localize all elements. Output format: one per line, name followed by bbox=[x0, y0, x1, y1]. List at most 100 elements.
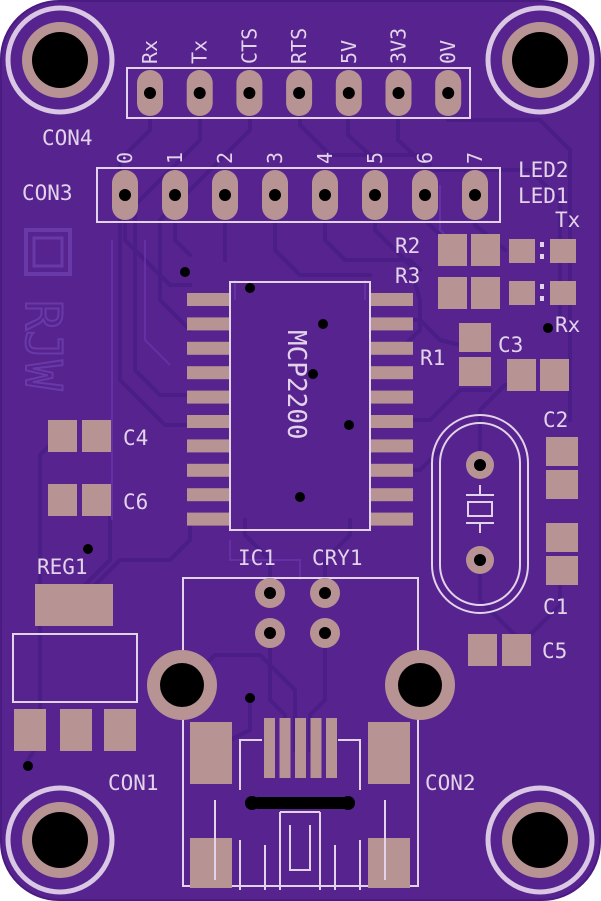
usb-shield-pad-br bbox=[368, 838, 410, 888]
ic1-pad-left-8 bbox=[187, 463, 229, 477]
led2-marker bbox=[540, 242, 544, 247]
con4-pin-hole-5 bbox=[342, 87, 355, 99]
c3-pad-1 bbox=[507, 359, 536, 391]
copper-traces-top bbox=[111, 185, 461, 580]
con4-pin-hole-1 bbox=[144, 87, 156, 99]
con3-pin-hole-5 bbox=[319, 189, 331, 201]
ic1-pad-left-2 bbox=[187, 317, 229, 331]
mount-hole-top-right bbox=[485, 5, 595, 115]
led1-pad-2 bbox=[550, 281, 576, 305]
ic1-label: IC1 bbox=[238, 546, 276, 570]
c2-pad-2 bbox=[546, 470, 578, 499]
c6-pad-2 bbox=[82, 484, 111, 516]
led2-label: LED2 bbox=[518, 158, 569, 182]
usb-outline-bracket-right bbox=[338, 739, 361, 790]
crystal-cry1: CRY1 bbox=[312, 414, 529, 614]
chip-name: MCP2200 bbox=[281, 330, 311, 440]
cry1-label: CRY1 bbox=[312, 546, 363, 570]
led1-pad-1 bbox=[509, 281, 535, 305]
con4-pin-label-3: CTS bbox=[237, 28, 261, 64]
ic1-pad-right-9 bbox=[371, 488, 413, 502]
con3-pin-label-4: 3 bbox=[263, 152, 287, 164]
led1-marker bbox=[540, 284, 544, 289]
via-6 bbox=[295, 492, 305, 502]
ic1-pad-left-6 bbox=[187, 415, 229, 428]
ic1-pad-right-1 bbox=[371, 293, 413, 306]
usb-shield-pad-tl bbox=[190, 722, 232, 784]
resistors-r2-r3: R2 R3 bbox=[395, 234, 576, 309]
c1-pad-2 bbox=[546, 556, 578, 585]
con3-pin-label-8: 7 bbox=[463, 152, 487, 164]
ic1-body-outline bbox=[229, 281, 371, 531]
con3-pin-hole-4 bbox=[269, 189, 281, 201]
con3-pin-label-7: 6 bbox=[413, 152, 437, 164]
ic1-pad-left-9 bbox=[187, 488, 229, 502]
c6-pad-1 bbox=[48, 484, 77, 516]
con3-pin-label-6: 5 bbox=[363, 152, 387, 164]
con3-pin-hole-3 bbox=[219, 189, 231, 201]
con4-outline bbox=[126, 67, 471, 119]
c4-pad-2 bbox=[82, 420, 111, 452]
c1-label: C1 bbox=[543, 595, 568, 619]
ic1-pad-left-7 bbox=[187, 439, 229, 453]
c6-label: C6 bbox=[123, 490, 148, 514]
reg1-pin-1 bbox=[14, 709, 46, 751]
mount-hole-bottom-left bbox=[5, 785, 115, 895]
through-hole-3-drill bbox=[264, 627, 276, 639]
con3-pin-label-5: 4 bbox=[313, 152, 337, 164]
con3-label: CON3 bbox=[22, 181, 73, 205]
con4-pin-hole-7 bbox=[442, 87, 455, 99]
mount-hole-top-left bbox=[5, 5, 115, 115]
ic1-pad-right-8 bbox=[371, 463, 413, 477]
reg1-label: REG1 bbox=[37, 555, 88, 579]
c5-pad-2 bbox=[502, 634, 531, 666]
con4-pin-hole-2 bbox=[193, 87, 206, 99]
mount-hole-bottom-right bbox=[485, 785, 595, 895]
c5-pad-1 bbox=[468, 634, 497, 666]
con3-pin-hole-6 bbox=[369, 189, 381, 201]
con4-pin-label-7: 0V bbox=[436, 40, 460, 64]
via-9 bbox=[23, 761, 33, 771]
con3-pin-hole-1 bbox=[119, 189, 131, 201]
led2-pad-2 bbox=[550, 239, 576, 263]
c4-label: C4 bbox=[123, 426, 148, 450]
r2-label: R2 bbox=[395, 234, 420, 258]
reg1-pin-2 bbox=[60, 709, 92, 751]
via-2 bbox=[245, 283, 255, 293]
connector-outline bbox=[182, 577, 419, 887]
logo-mark bbox=[24, 228, 72, 276]
c5-label: C5 bbox=[542, 639, 567, 663]
ic1-pad-right-7 bbox=[371, 439, 413, 453]
ic1-pad-right-6 bbox=[371, 415, 413, 428]
r3-label: R3 bbox=[395, 264, 420, 288]
usb-mount-left-hole bbox=[160, 663, 204, 707]
r2-pad-1 bbox=[438, 234, 467, 266]
crystal-outline-outer bbox=[431, 414, 529, 614]
reg1-tab-pad bbox=[35, 584, 113, 626]
rx-label: Rx bbox=[555, 313, 580, 337]
r1-pad-1 bbox=[459, 323, 491, 352]
reg1-outline bbox=[12, 633, 138, 703]
con3-pin-hole-2 bbox=[169, 189, 181, 201]
r3-pad-1 bbox=[438, 277, 467, 309]
usb-signal-pad-2 bbox=[279, 718, 291, 778]
led1-marker-b bbox=[540, 296, 544, 301]
via-10 bbox=[543, 323, 553, 333]
usb-outline-bracket-left bbox=[239, 739, 262, 790]
usb-signal-pad-4 bbox=[310, 718, 322, 778]
led2-marker-b bbox=[540, 254, 544, 259]
c2-pad-1 bbox=[546, 437, 578, 466]
ic1-pad-right-4 bbox=[371, 366, 413, 380]
c3-pad-2 bbox=[540, 359, 569, 391]
con3-pin-label-2: 1 bbox=[163, 152, 187, 164]
con4-pin-hole-6 bbox=[392, 87, 405, 99]
rjw-logo: RJW bbox=[13, 228, 73, 392]
crystal-pad-1-hole bbox=[474, 459, 486, 471]
usb-signal-pad-3 bbox=[295, 718, 306, 778]
c3-label: C3 bbox=[498, 333, 523, 357]
con4-pin-label-1: Rx bbox=[138, 40, 162, 64]
con3-outline bbox=[96, 167, 501, 223]
via-8 bbox=[245, 693, 255, 703]
